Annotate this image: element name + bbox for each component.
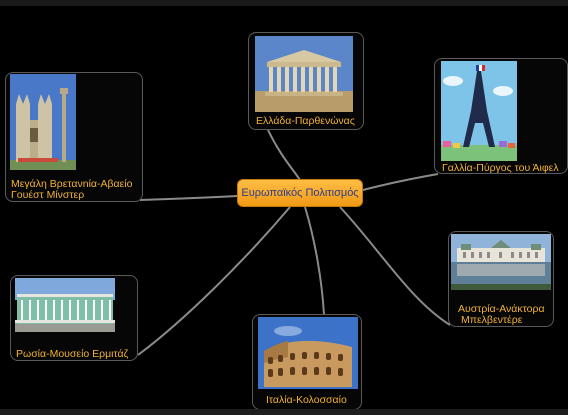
center-topic-node[interactable]: Ευρωπαϊκός Πολιτισμός [237,179,363,207]
eiffel-tower-image [441,61,517,161]
node-italy[interactable]: Ιταλία-Κολοσσαίο [252,314,362,410]
node-austria-label-line2: Μπελβεντέρε [461,314,523,326]
node-russia-label: Ρωσία-Μουσείο Ερμιτάζ [16,348,129,360]
top-edge [0,0,568,6]
node-uk-label-line2: Γουέστ Μίνστερ [11,189,85,201]
colosseum-image [258,317,358,389]
node-greece-label: Ελλάδα-Παρθενώνας [256,115,355,127]
node-greece[interactable]: Ελλάδα-Παρθενώνας [248,32,364,130]
parthenon-image [255,36,353,112]
node-italy-label: Ιταλία-Κολοσσαίο [266,394,347,406]
hermitage-museum-image [15,278,115,332]
node-uk-label-line1: Μεγάλη Βρετανnία-Αβαείο [11,178,133,190]
connector-france [362,173,439,191]
node-austria[interactable]: Αυστρία-Ανάκτορα Μπελβεντέρε [448,231,554,327]
node-russia[interactable]: Ρωσία-Μουσείο Ερμιτάζ [10,275,138,361]
westminster-abbey-image [10,74,76,170]
node-france[interactable]: Γαλλία-Πύργος του Άιφελ [434,58,568,174]
connector-italy [304,206,325,316]
connector-austria [339,206,451,326]
node-austria-label-line1: Αυστρία-Ανάκτορα [458,303,545,315]
connector-uk [139,195,238,201]
connector-greece [267,129,301,181]
node-france-label: Γαλλία-Πύργος του Άιφελ [442,162,559,174]
node-uk[interactable]: Μεγάλη Βρετανnία-Αβαείο Γουέστ Μίνστερ [5,72,143,202]
connector-russia [137,206,291,356]
bottom-edge [0,409,568,415]
belvedere-palace-image [451,234,551,290]
